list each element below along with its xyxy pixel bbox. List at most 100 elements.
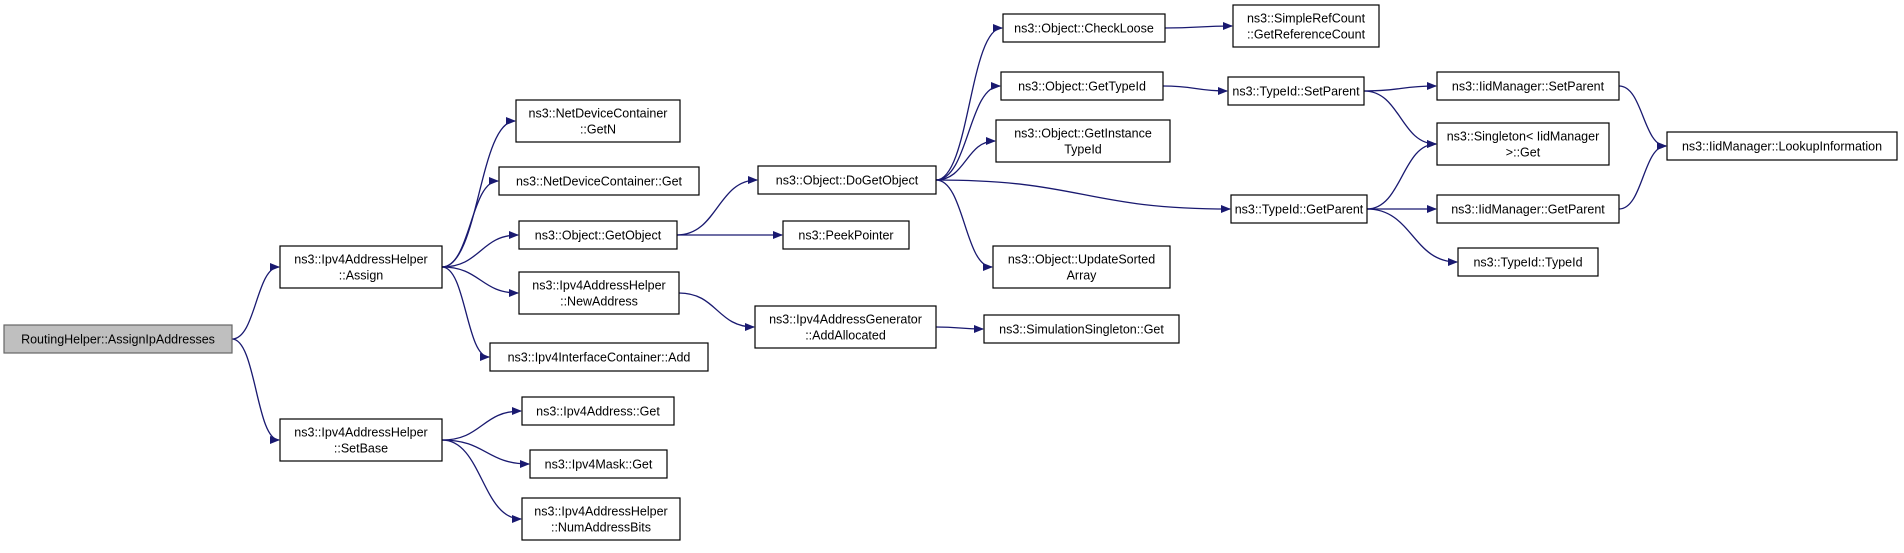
call-edge-n2-n10 <box>441 439 522 523</box>
node-label: ns3::TypeId::SetParent <box>1232 85 1360 99</box>
node-label: ns3::Singleton< IidManager <box>1447 130 1600 144</box>
node-box <box>1002 13 1166 43</box>
node-box <box>279 245 443 289</box>
node-label: ns3::Object::GetObject <box>535 229 662 243</box>
node-box <box>1436 122 1610 166</box>
call-edge-n11-n15 <box>935 82 1001 181</box>
graph-node-ns3-iidmanager-setparent[interactable]: ns3::IidManager::SetParent <box>1436 71 1620 101</box>
call-edge-n24-n26 <box>1618 142 1667 210</box>
graph-node-ns3-ipv4interfacecontainer-add[interactable]: ns3::Ipv4InterfaceContainer::Add <box>489 342 709 372</box>
graph-node-ns3-object-gettypeid[interactable]: ns3::Object::GetTypeId <box>1000 71 1164 101</box>
node-box <box>757 165 937 195</box>
graph-node-ns3-object-getobject[interactable]: ns3::Object::GetObject <box>518 220 678 250</box>
graph-node-ns3-ipv4mask-get[interactable]: ns3::Ipv4Mask::Get <box>529 449 668 479</box>
call-edge-n21-n25 <box>1366 208 1458 266</box>
node-label: ns3::Ipv4AddressHelper <box>534 505 667 519</box>
node-label: ns3::Ipv4AddressHelper <box>294 426 427 440</box>
call-edges <box>231 22 1667 523</box>
node-label: ::NewAddress <box>560 295 638 309</box>
call-nodes: RoutingHelper::AssignIpAddressesns3::Ipv… <box>3 4 1898 541</box>
node-box <box>518 271 680 315</box>
node-label: ns3::IidManager::GetParent <box>1451 203 1605 217</box>
call-edge-n1-n6 <box>441 266 519 297</box>
node-label: ns3::Object::DoGetObject <box>776 174 919 188</box>
node-label: ns3::NetDeviceContainer::Get <box>516 175 683 189</box>
node-label: ns3::Ipv4AddressHelper <box>294 253 427 267</box>
node-label: ns3::Object::CheckLoose <box>1014 22 1154 36</box>
node-box <box>498 166 700 196</box>
node-label: ns3::IidManager::LookupInformation <box>1682 140 1882 154</box>
graph-node-ns3-netdevicecontainer-getn[interactable]: ns3::NetDeviceContainer::GetN <box>515 99 681 143</box>
node-box <box>1436 71 1620 101</box>
node-box <box>1230 194 1368 224</box>
node-label: ::AddAllocated <box>805 329 886 343</box>
node-box <box>1436 194 1620 224</box>
call-edge-n1-n7 <box>441 266 490 361</box>
graph-node-ns3-object-checkloose[interactable]: ns3::Object::CheckLoose <box>1002 13 1166 43</box>
graph-node-ns3-ipv4addresshelper-newaddress[interactable]: ns3::Ipv4AddressHelper::NewAddress <box>518 271 680 315</box>
call-edge-n13-n18 <box>935 324 984 333</box>
graph-node-ns3-simulationsingleton-get[interactable]: ns3::SimulationSingleton::Get <box>983 314 1180 344</box>
node-label: TypeId <box>1064 143 1102 157</box>
node-label: ns3::TypeId::TypeId <box>1473 256 1582 270</box>
node-label: ns3::PeekPointer <box>798 229 893 243</box>
node-box <box>3 324 233 354</box>
call-edge-n0-n2 <box>231 338 280 444</box>
graph-node-ns3-typeid-typeid[interactable]: ns3::TypeId::TypeId <box>1457 247 1599 277</box>
node-label: ns3::Object::GetTypeId <box>1018 80 1146 94</box>
graph-node-ns3-ipv4addresshelper-setbase[interactable]: ns3::Ipv4AddressHelper::SetBase <box>279 418 443 462</box>
graph-node-ns3-typeid-getparent[interactable]: ns3::TypeId::GetParent <box>1230 194 1368 224</box>
node-label: ns3::Object::GetInstance <box>1014 127 1152 141</box>
node-box <box>515 99 681 143</box>
call-edge-n22-n26 <box>1618 85 1667 150</box>
node-box <box>782 220 910 250</box>
call-edge-n11-n21 <box>935 179 1231 213</box>
graph-node-ns3-ipv4addresshelper-numaddressbits[interactable]: ns3::Ipv4AddressHelper::NumAddressBits <box>521 497 681 541</box>
node-label: ::Assign <box>339 269 384 283</box>
node-box <box>521 396 675 426</box>
graph-node-ns3-ipv4addressgenerator-addallocated[interactable]: ns3::Ipv4AddressGenerator::AddAllocated <box>754 305 937 349</box>
node-box <box>754 305 937 349</box>
graph-node-routinghelper-assignipaddresses[interactable]: RoutingHelper::AssignIpAddresses <box>3 324 233 354</box>
graph-node-ns3-netdevicecontainer-get[interactable]: ns3::NetDeviceContainer::Get <box>498 166 700 196</box>
node-box <box>983 314 1180 344</box>
node-box <box>992 245 1171 289</box>
node-box <box>1227 76 1365 106</box>
graph-node-ns3-typeid-setparent[interactable]: ns3::TypeId::SetParent <box>1227 76 1365 106</box>
call-edge-n1-n4 <box>441 177 499 268</box>
node-box <box>1232 4 1380 48</box>
graph-node-ns3-peekpointer[interactable]: ns3::PeekPointer <box>782 220 910 250</box>
call-edge-n11-n14 <box>935 24 1003 181</box>
node-box <box>518 220 678 250</box>
graph-node-ns3-simplerefcount-getreferencecount[interactable]: ns3::SimpleRefCount::GetReferenceCount <box>1232 4 1380 48</box>
node-label: ns3::NetDeviceContainer <box>529 107 668 121</box>
call-edge-n15-n20 <box>1162 85 1228 95</box>
node-box <box>489 342 709 372</box>
node-box <box>1000 71 1164 101</box>
node-label: ns3::Ipv4AddressGenerator <box>769 313 922 327</box>
node-label: ns3::Ipv4Address::Get <box>536 405 660 419</box>
call-edge-n5-n11 <box>676 176 758 236</box>
call-edge-n0-n1 <box>231 263 280 340</box>
node-box <box>1457 247 1599 277</box>
graph-node-ns3-object-dogetobject[interactable]: ns3::Object::DoGetObject <box>757 165 937 195</box>
node-label: ns3::Object::UpdateSorted <box>1008 253 1155 267</box>
call-edge-n6-n13 <box>678 292 755 331</box>
call-edge-n11-n17 <box>935 179 993 271</box>
graph-node-ns3-ipv4address-get[interactable]: ns3::Ipv4Address::Get <box>521 396 675 426</box>
node-label: ns3::IidManager::SetParent <box>1452 80 1605 94</box>
call-edge-n11-n16 <box>935 137 996 181</box>
graph-node-ns3-singleton-iidmanager-get[interactable]: ns3::Singleton< IidManager >::Get <box>1436 122 1610 166</box>
node-label: ::GetReferenceCount <box>1247 28 1366 42</box>
graph-node-ns3-iidmanager-lookupinformation[interactable]: ns3::IidManager::LookupInformation <box>1666 131 1898 161</box>
call-edge-n14-n19 <box>1164 22 1233 31</box>
graph-node-ns3-iidmanager-getparent[interactable]: ns3::IidManager::GetParent <box>1436 194 1620 224</box>
graph-node-ns3-ipv4addresshelper-assign[interactable]: ns3::Ipv4AddressHelper::Assign <box>279 245 443 289</box>
node-box <box>529 449 668 479</box>
node-box <box>995 119 1171 163</box>
call-edge-n21-n23 <box>1366 140 1437 210</box>
node-label: ::NumAddressBits <box>551 521 651 535</box>
